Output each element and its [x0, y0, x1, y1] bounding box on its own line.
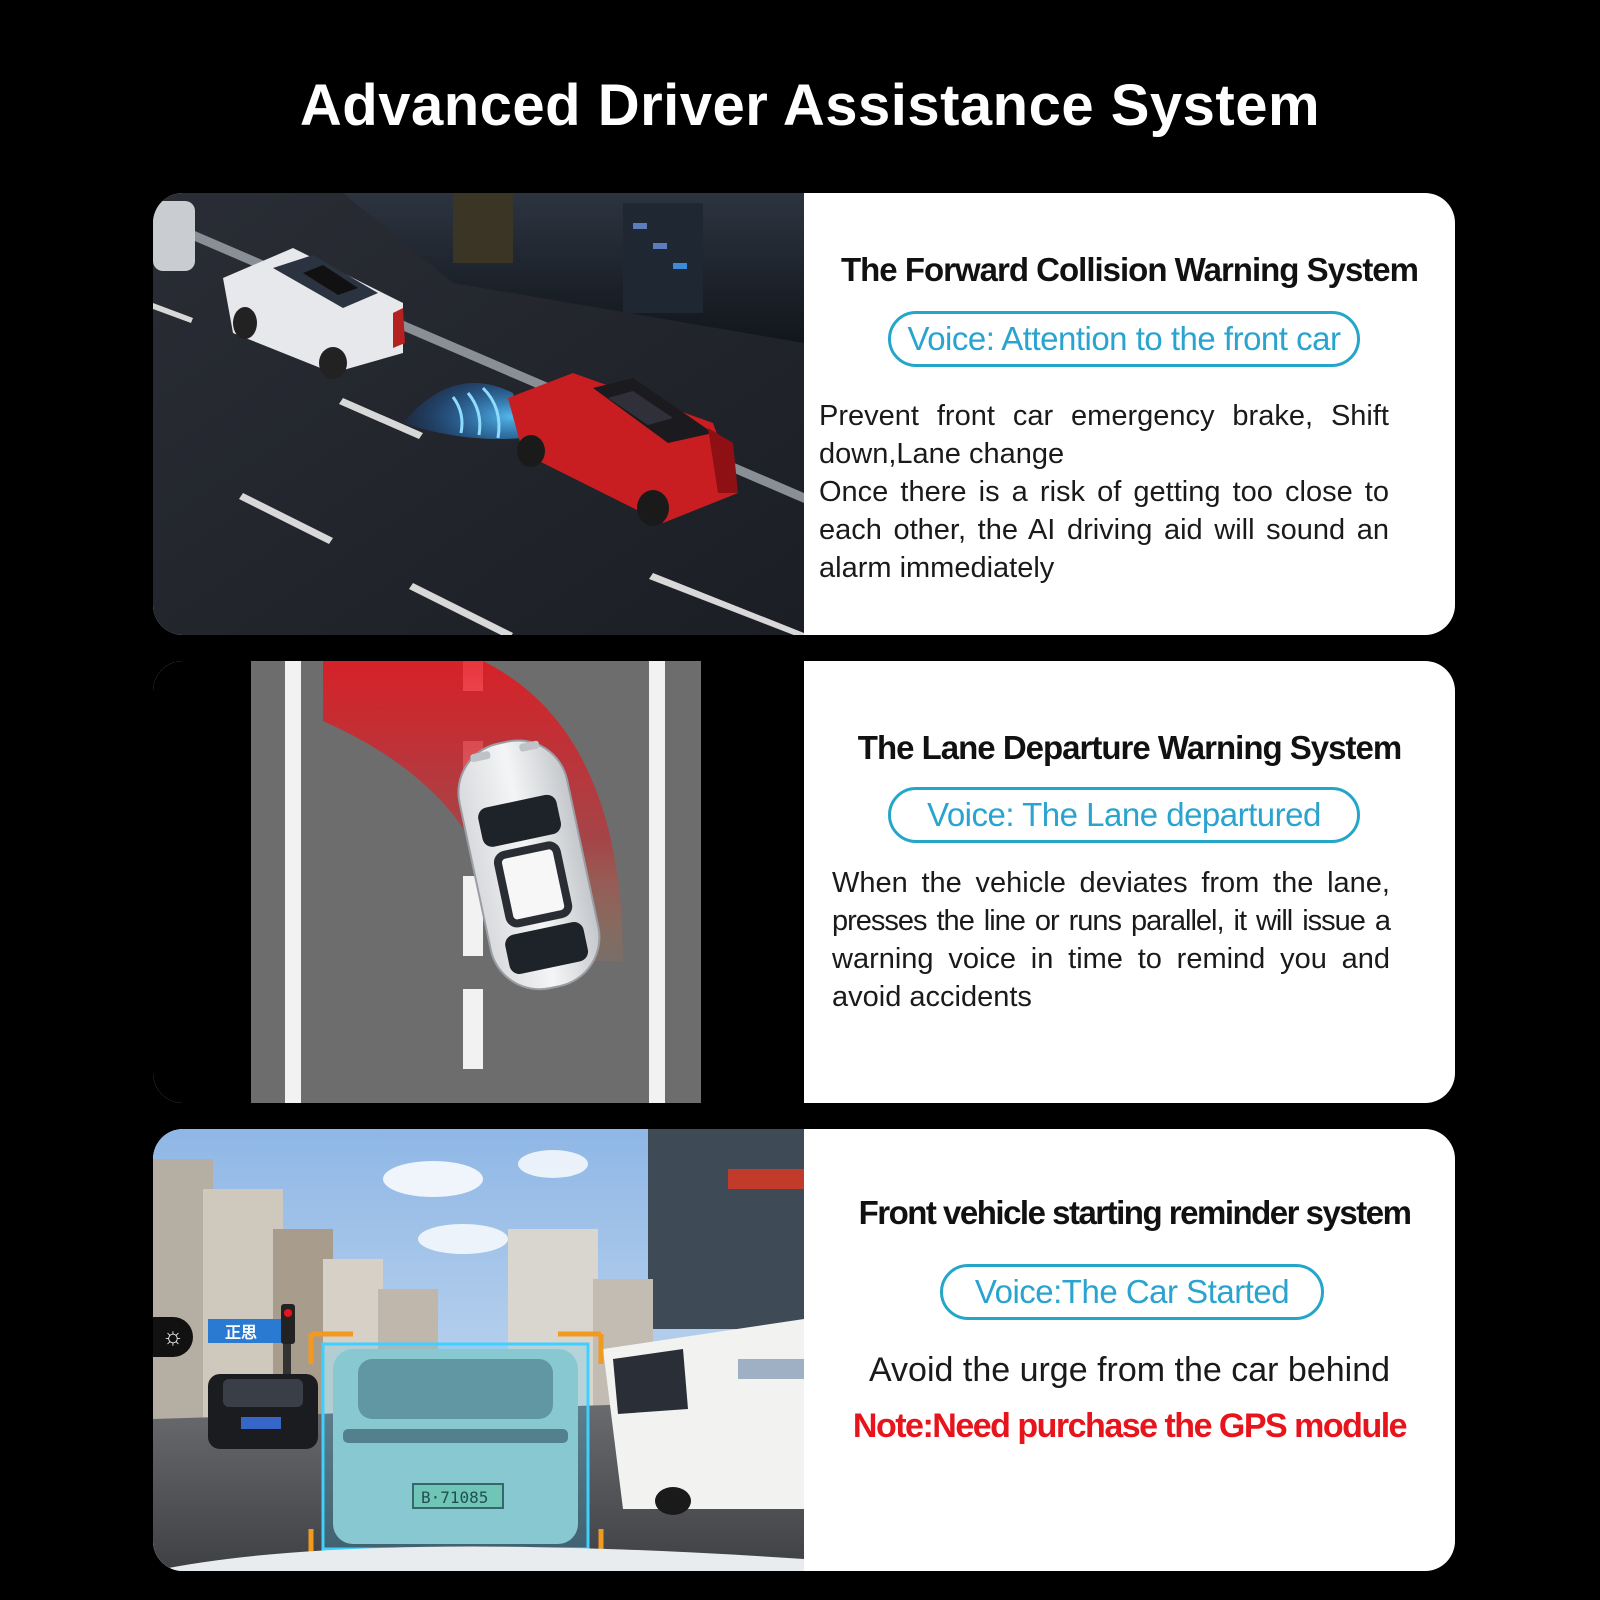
lane-departure-image — [153, 661, 804, 1103]
feature-title: The Lane Departure Warning System — [857, 729, 1402, 766]
forward-collision-image — [153, 193, 804, 635]
voice-badge: Voice: Attention to the front car — [888, 311, 1360, 367]
page-title: Advanced Driver Assistance System — [299, 73, 1321, 138]
description-line: Once there is a risk of getting too clos… — [819, 476, 1389, 508]
description-line: each other, the AI driving aid will soun… — [819, 514, 1389, 546]
feature-description: Prevent front car emergency brake, Shift… — [819, 397, 1389, 587]
feature-description: Avoid the urge from the car behind — [868, 1351, 1391, 1389]
description-line: When the vehicle deviates from the lane, — [832, 867, 1390, 899]
feature-card-forward-collision: The Forward Collision Warning System Voi… — [153, 193, 1455, 635]
voice-badge: Voice:The Car Started — [940, 1264, 1324, 1320]
license-plate-text: B·71085 — [421, 1488, 488, 1507]
street-sign-text: 正思 — [225, 1323, 257, 1342]
description-line: Prevent front car emergency brake, Shift — [819, 400, 1389, 432]
feature-description: When the vehicle deviates from the lane,… — [832, 864, 1391, 1016]
voice-badge: Voice: The Lane departured — [888, 787, 1360, 843]
front-vehicle-image: 正思 B·71085 — [153, 1129, 804, 1571]
feature-title: Front vehicle starting reminder system — [858, 1194, 1412, 1231]
feature-card-front-vehicle-start: 正思 B·71085 — [153, 1129, 1455, 1571]
description-line: presses the line or runs parallel, it wi… — [832, 905, 1391, 937]
description-line: alarm immediately — [819, 552, 1055, 584]
description-line: down,Lane change — [819, 438, 1065, 470]
gps-module-note: Note:Need purchase the GPS module — [852, 1407, 1408, 1445]
description-line: avoid accidents — [832, 981, 1032, 1013]
description-line: warning voice in time to remind you and — [832, 943, 1390, 975]
feature-title: The Forward Collision Warning System — [840, 251, 1419, 288]
feature-card-lane-departure: The Lane Departure Warning System Voice:… — [153, 661, 1455, 1103]
sun-icon[interactable]: ☼ — [153, 1317, 193, 1357]
